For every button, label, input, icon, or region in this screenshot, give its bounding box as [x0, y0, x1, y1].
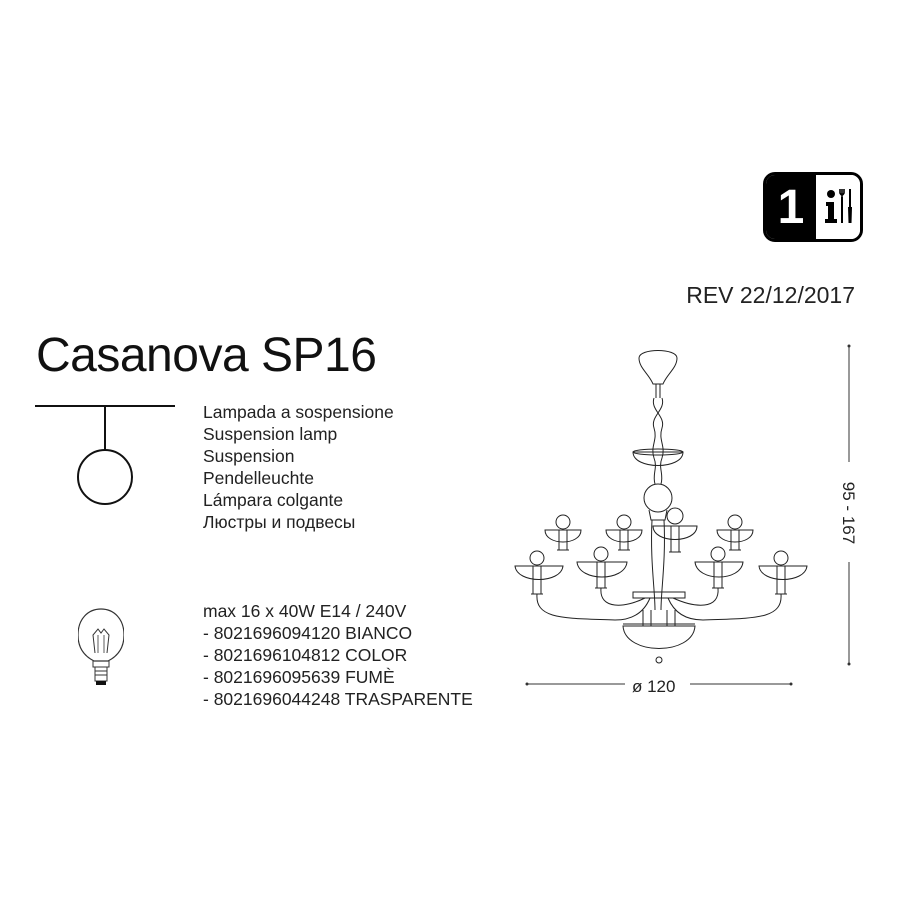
width-dimension-line — [525, 682, 793, 686]
lamp-type-list: Lampada a sospensione Suspension lamp Su… — [203, 401, 394, 533]
assembly-badge: 1 — [763, 172, 863, 242]
variant-code: - 8021696094120 BIANCO — [203, 623, 413, 643]
lamp-type-label: Suspension lamp — [203, 424, 338, 444]
height-dimension-line — [847, 344, 851, 666]
power-spec: max 16 x 40W E14 / 240V — [203, 601, 407, 621]
pendant-lamp-symbol-icon — [35, 405, 175, 505]
persons-count: 1 — [766, 175, 816, 239]
bulb-icon — [78, 608, 124, 685]
lamp-type-label: Suspension — [203, 446, 295, 466]
tools-icon — [839, 189, 852, 223]
lamp-type-label: Люстры и подвесы — [203, 512, 356, 532]
info-icon — [825, 190, 837, 223]
variant-code: - 8021696095639 FUMÈ — [203, 667, 395, 687]
lamp-type-label: Lámpara colgante — [203, 490, 344, 510]
info-tools-panel — [816, 175, 860, 239]
variant-code: - 8021696044248 TRASPARENTE — [203, 689, 473, 709]
chandelier-drawing — [514, 350, 808, 664]
spec-list: max 16 x 40W E14 / 240V - 8021696094120 … — [203, 600, 473, 710]
width-dimension-label: ø 120 — [632, 677, 676, 696]
variant-code: - 8021696104812 COLOR — [203, 645, 408, 665]
height-dimension: 95 - 167 — [836, 468, 860, 558]
height-dimension-label: 95 - 167 — [839, 481, 858, 545]
lamp-type-label: Pendelleuchte — [203, 468, 314, 488]
product-title: Casanova SP16 — [36, 329, 377, 382]
lamp-type-label: Lampada a sospensione — [203, 402, 394, 422]
revision-date: REV 22/12/2017 — [686, 282, 855, 308]
